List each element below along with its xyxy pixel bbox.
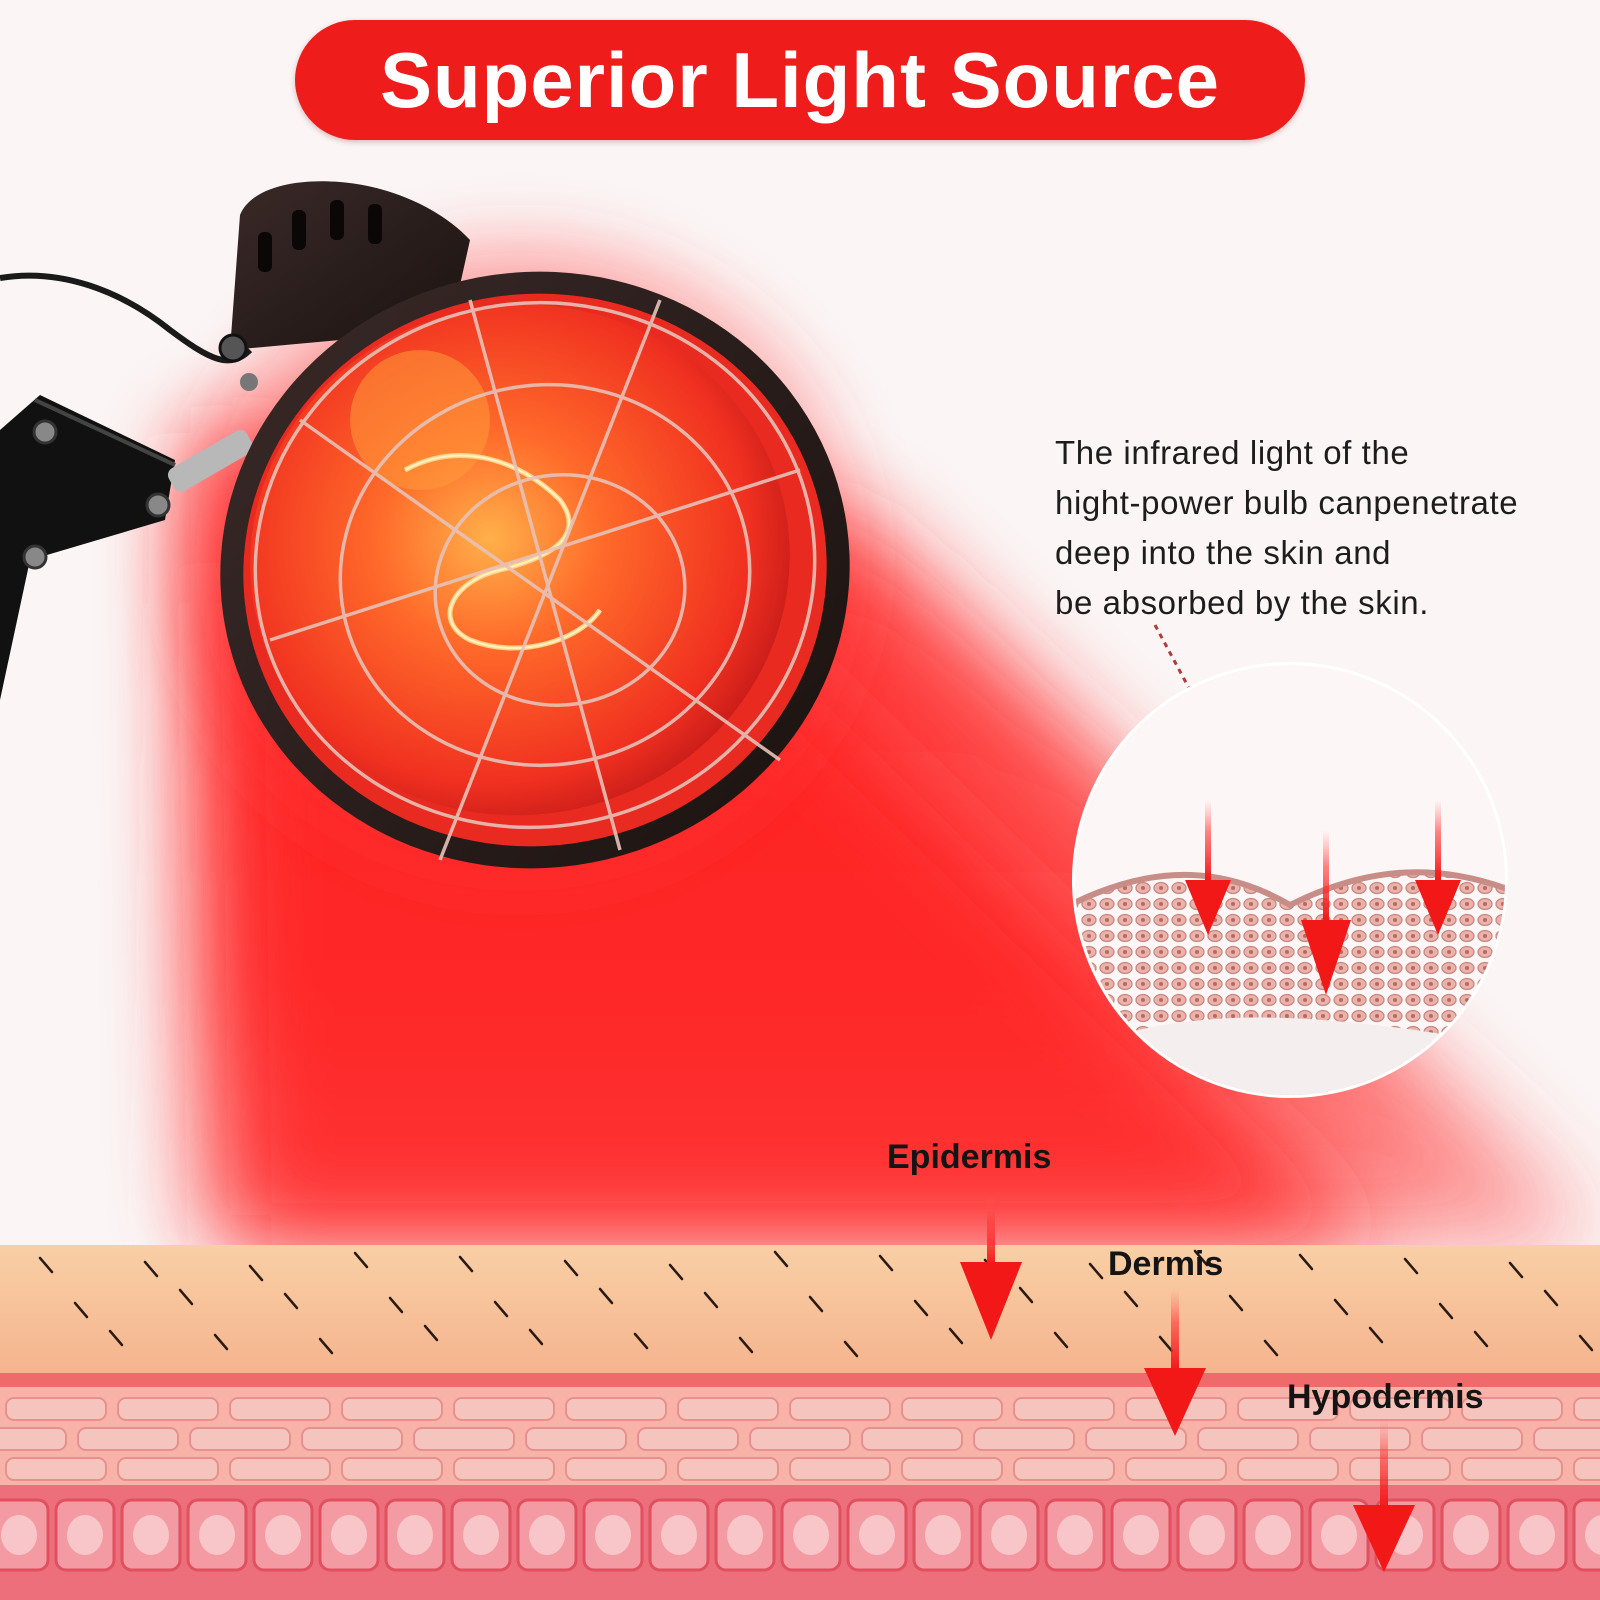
page-title: Superior Light Source bbox=[379, 35, 1221, 124]
description-line: be absorbed by the skin. bbox=[1055, 584, 1429, 621]
description-line: deep into the skin and bbox=[1055, 534, 1392, 571]
penetration-arrow-icon bbox=[1185, 800, 1461, 995]
description-line: The infrared light of the bbox=[1055, 434, 1410, 471]
skin-zoom-circle-icon bbox=[1072, 662, 1508, 1098]
description-line: hight-power bulb canpenetrate bbox=[1055, 484, 1519, 521]
infrared-lamp-icon bbox=[0, 181, 850, 869]
title-banner: Superior Light Source bbox=[295, 20, 1305, 140]
penetration-arrow-icon bbox=[960, 1195, 1415, 1572]
callout-connector bbox=[1153, 624, 1192, 691]
description-text: The infrared light of the hight-power bu… bbox=[1055, 428, 1595, 628]
skin-cross-section bbox=[0, 1245, 1600, 1600]
label-dermis: Dermis bbox=[1108, 1245, 1224, 1283]
label-hypodermis: Hypodermis bbox=[1287, 1378, 1484, 1416]
label-epidermis: Epidermis bbox=[887, 1138, 1052, 1176]
